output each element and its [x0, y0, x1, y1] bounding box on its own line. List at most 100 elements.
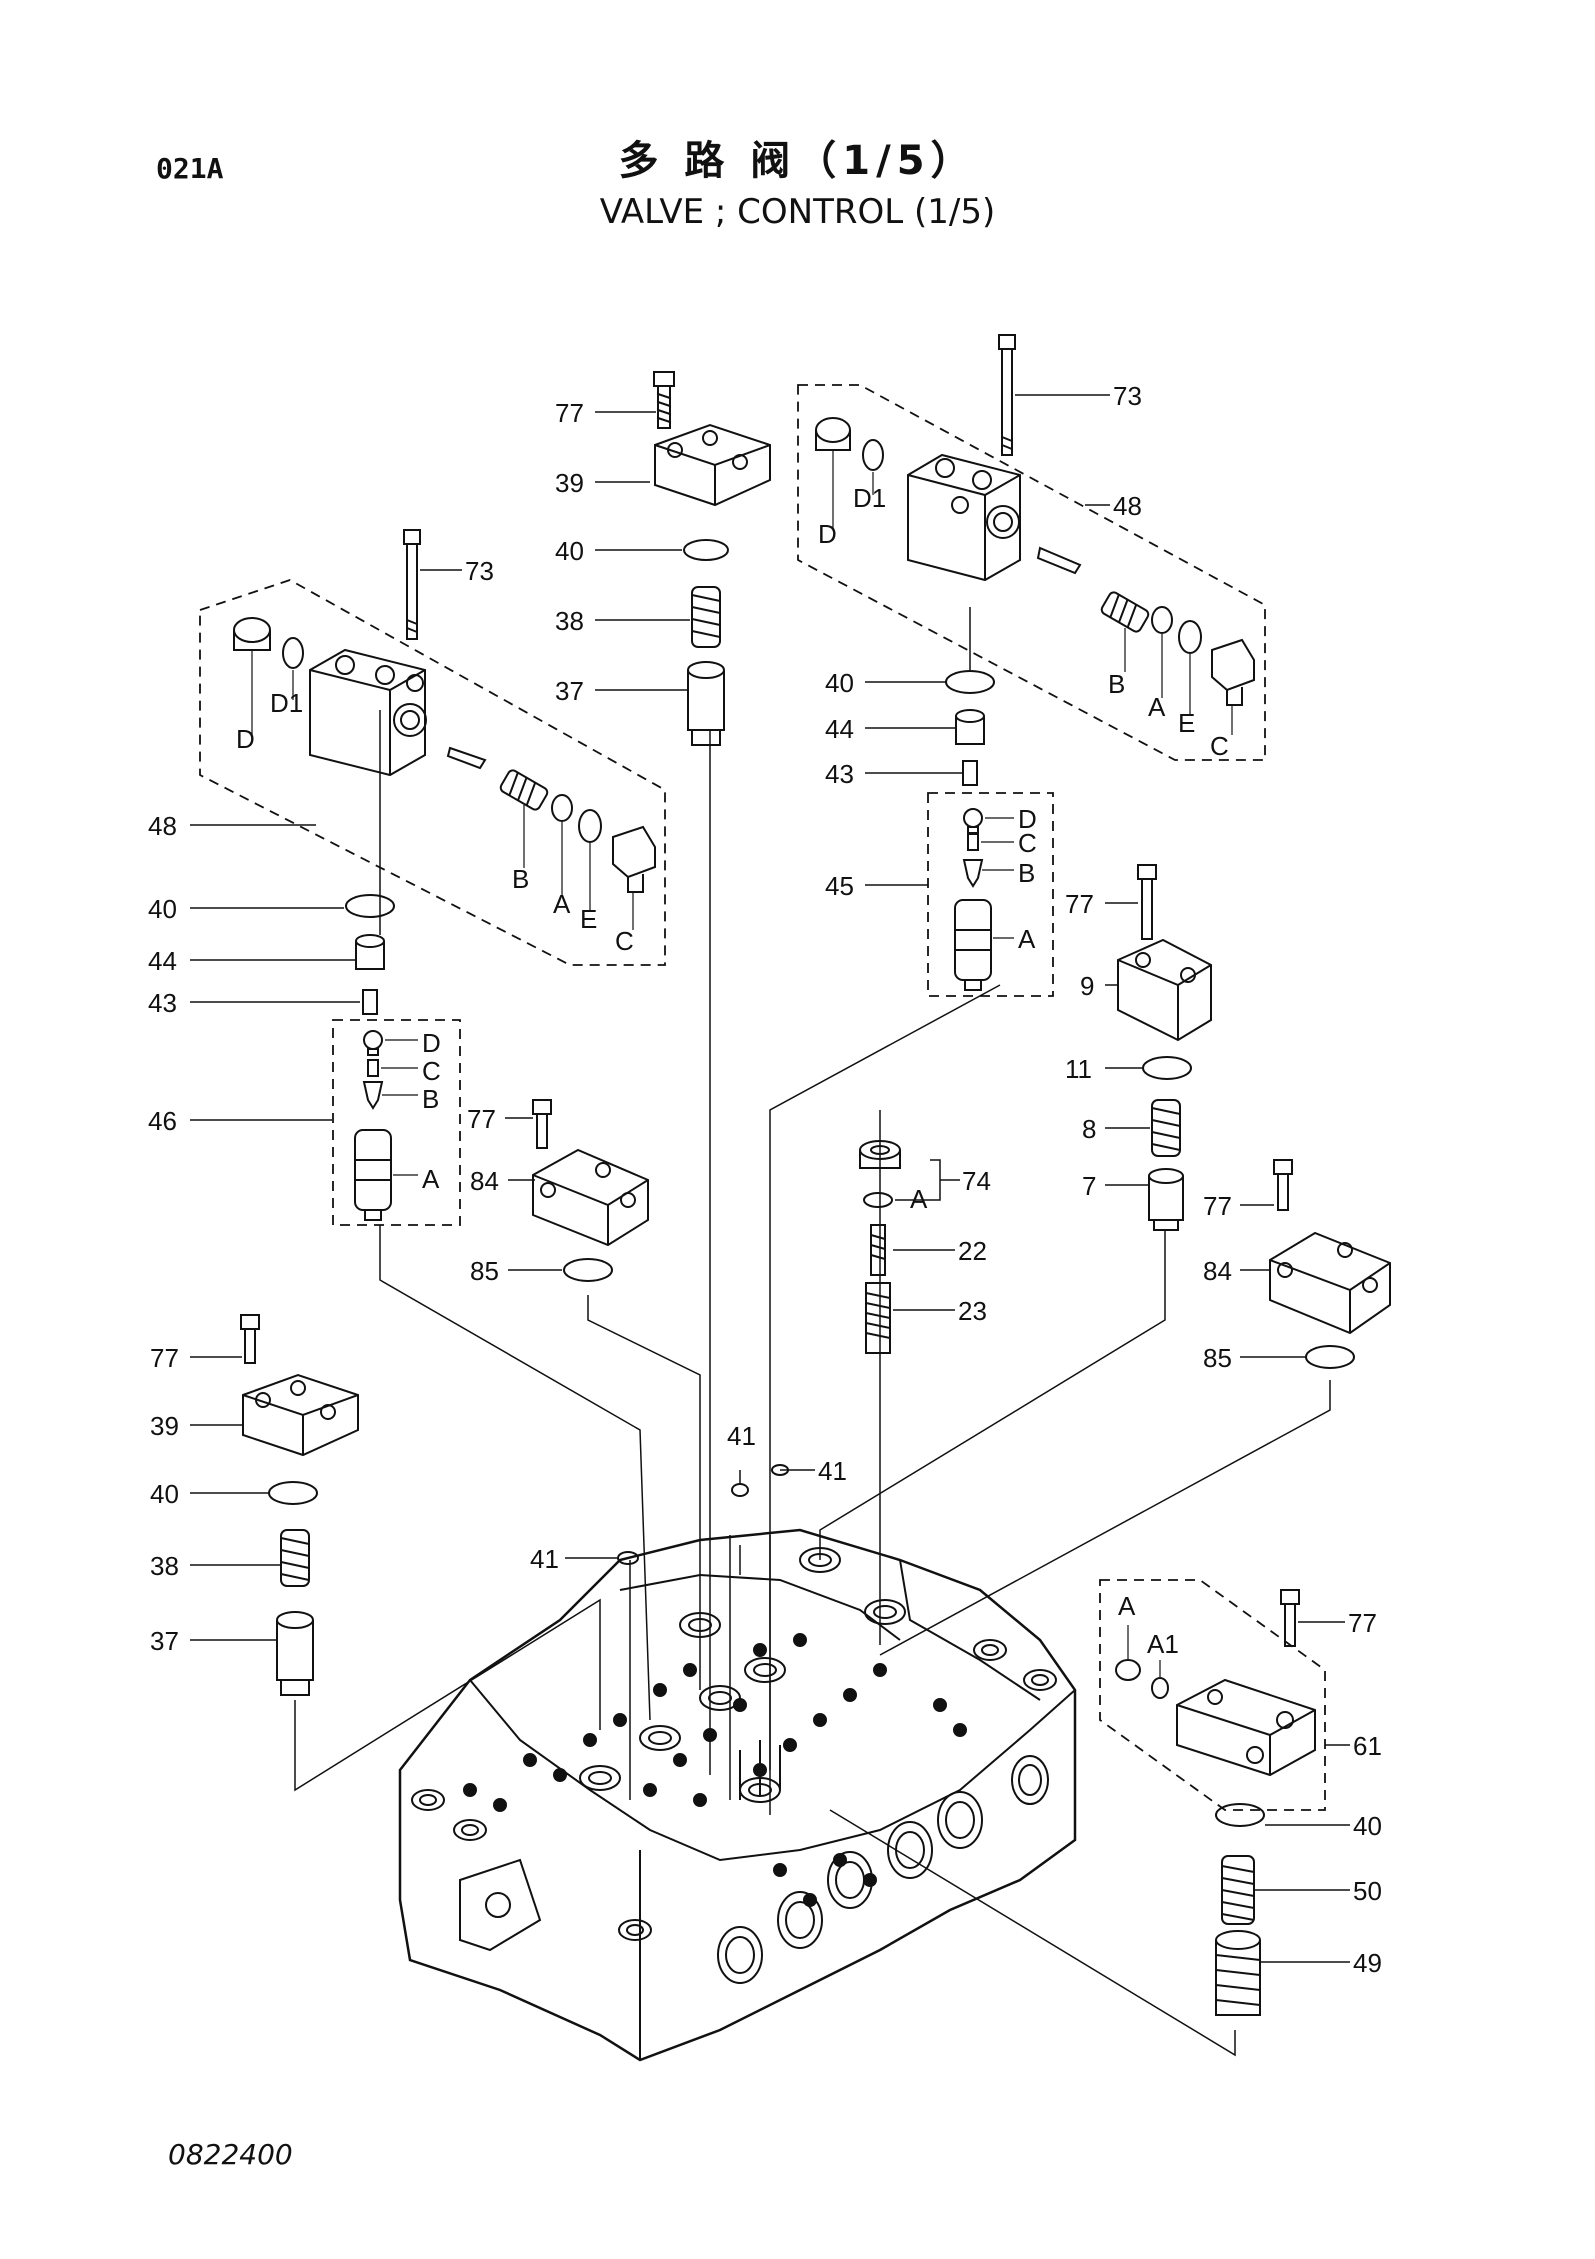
o-ring-41-center	[731, 1483, 749, 1497]
callout-40: 40	[148, 894, 177, 924]
o-ring-85-left	[563, 1258, 613, 1282]
callout-48: 48	[148, 811, 177, 841]
callout-77: 77	[1065, 889, 1094, 919]
callout-41: 41	[818, 1456, 847, 1486]
callout-73: 73	[1113, 381, 1142, 411]
sub-part-letters: D D1 B A E C D D1 B A E C D C B A D C B …	[236, 483, 1229, 1659]
cover-kit-61	[1115, 1589, 1316, 2016]
o-ring-40	[683, 539, 729, 561]
letter-C: C	[615, 926, 634, 956]
page-code: 021A	[156, 152, 224, 185]
o-ring-D1-right	[862, 439, 884, 471]
letter-D: D	[236, 724, 255, 754]
valve-block-left	[309, 648, 427, 777]
spring-43-right	[962, 760, 978, 786]
callout-8: 8	[1082, 1114, 1096, 1144]
callout-77: 77	[467, 1104, 496, 1134]
letter-A: A	[1018, 924, 1036, 954]
lower-left-stack	[240, 1314, 359, 1696]
valve-kit-46	[354, 1030, 392, 1221]
callout-46: 46	[148, 1106, 177, 1136]
cover-84-left	[532, 1099, 649, 1282]
callout-48: 48	[1113, 491, 1142, 521]
callout-40: 40	[555, 536, 584, 566]
cover-84-right	[1269, 1159, 1391, 1369]
center-stack-74	[859, 1140, 901, 1354]
o-ring-40-right	[945, 670, 995, 694]
callout-43: 43	[825, 759, 854, 789]
callout-leaders	[190, 394, 1350, 1963]
o-ring-D1-left	[282, 637, 304, 669]
poppet-right	[1036, 546, 1082, 575]
callout-43: 43	[148, 988, 177, 1018]
relief-valve-kit-outline-left	[199, 579, 666, 966]
letter-B: B	[1108, 669, 1125, 699]
callout-44: 44	[825, 714, 854, 744]
top-center-stack	[653, 371, 771, 746]
bolt-73-right	[998, 334, 1016, 456]
callout-77: 77	[1348, 1608, 1377, 1638]
callout-38: 38	[150, 1551, 179, 1581]
o-ring-40-left	[345, 894, 395, 918]
callout-23: 23	[958, 1296, 987, 1326]
callout-numbers: 77 39 40 38 37 73 48 40 44 43 46 73 48 4…	[148, 381, 1382, 1978]
valve-kit-45	[954, 808, 992, 991]
seat-44-left	[355, 934, 385, 970]
o-ring-E-right	[1178, 620, 1202, 654]
callout-39: 39	[555, 468, 584, 498]
relief-valve-kit-outline-right	[797, 384, 1266, 761]
document-number: 0822400	[168, 2138, 293, 2171]
callout-40: 40	[1353, 1811, 1382, 1841]
callout-85: 85	[470, 1256, 499, 1286]
plug-C-left	[612, 825, 656, 893]
washer-A-left	[551, 794, 573, 822]
spring-B-right	[1100, 591, 1150, 633]
letter-D1: D1	[270, 688, 303, 718]
callout-37: 37	[555, 676, 584, 706]
o-ring-85-right	[1305, 1345, 1355, 1369]
o-ring-40-lower-left	[268, 1481, 318, 1505]
seat-44-right	[955, 709, 985, 745]
callout-9: 9	[1080, 971, 1094, 1001]
letter-A: A	[422, 1164, 440, 1194]
spring-38	[691, 586, 721, 648]
letter-E: E	[1178, 708, 1195, 738]
callout-84: 84	[470, 1166, 499, 1196]
callout-40: 40	[150, 1479, 179, 1509]
kit-outlines	[199, 384, 1326, 1811]
callout-50: 50	[1353, 1876, 1382, 1906]
page-title-chinese: 多 路 阀（1/5）	[618, 138, 977, 184]
callout-37: 37	[150, 1626, 179, 1656]
letter-B: B	[1018, 858, 1035, 888]
valve-block-right	[907, 453, 1021, 582]
letter-B: B	[512, 864, 529, 894]
callout-41: 41	[727, 1421, 756, 1451]
callout-45: 45	[825, 871, 854, 901]
bolt-73-left	[403, 529, 421, 640]
letter-B: B	[422, 1084, 439, 1114]
valve-housing	[398, 1528, 1077, 2062]
assembly-leader-lines	[294, 607, 1331, 2057]
poppet-left	[446, 746, 487, 770]
callout-39: 39	[150, 1411, 179, 1441]
callout-38: 38	[555, 606, 584, 636]
letter-A: A	[910, 1184, 928, 1214]
relief-valve-48-right	[815, 334, 1255, 786]
cover-kit-61-outline	[1099, 1579, 1326, 1811]
cover-39	[654, 423, 771, 507]
callout-41: 41	[530, 1544, 559, 1574]
plug-37	[687, 661, 725, 746]
letter-A: A	[1148, 692, 1166, 722]
letter-A: A	[1118, 1591, 1136, 1621]
letter-A1: A1	[1147, 1629, 1179, 1659]
spring-43-left	[362, 989, 378, 1015]
socket-bolt-77	[653, 371, 675, 429]
letter-C: C	[1210, 731, 1229, 761]
callout-77: 77	[555, 398, 584, 428]
plug-D-left	[233, 617, 271, 651]
callout-40: 40	[825, 668, 854, 698]
callout-7: 7	[1082, 1171, 1096, 1201]
valve-kit-45-outline	[927, 792, 1054, 997]
letter-C: C	[422, 1056, 441, 1086]
